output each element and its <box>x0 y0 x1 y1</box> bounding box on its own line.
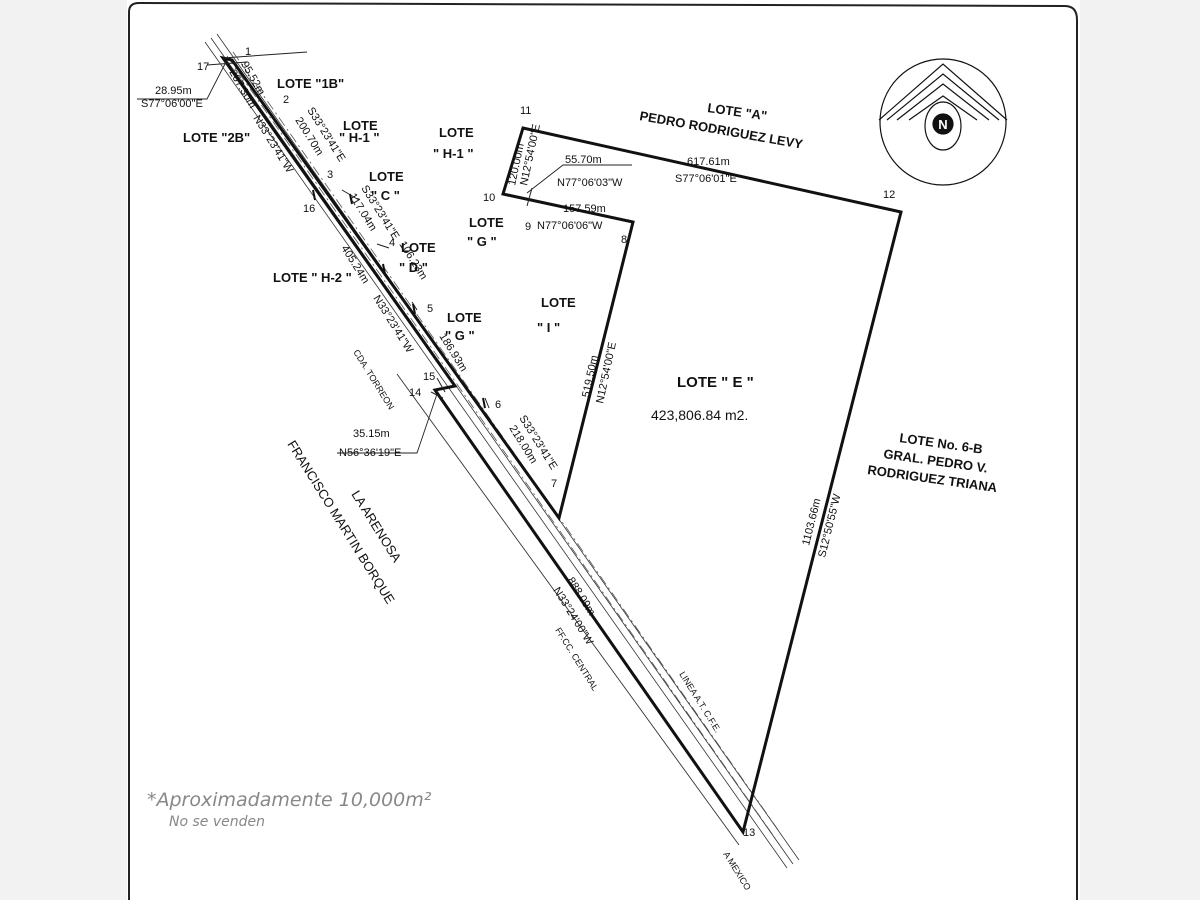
vertex-14: 14 <box>409 387 421 399</box>
handwritten-note-line-1: *Aproximadamente 10,000m² <box>147 789 432 811</box>
north-arrow-compass <box>878 58 1008 186</box>
vertex-10: 10 <box>483 192 495 204</box>
survey-plan-drawing: N 1 2 3 4 5 6 7 8 9 10 11 12 13 14 15 16… <box>128 1 1078 900</box>
bear-s77-06-01: S77°06'01"E <box>675 173 737 185</box>
lote-e-area: 423,806.84 m2. <box>651 407 748 423</box>
lote-gb-label-2: " G " <box>445 328 475 343</box>
lote-i-label: LOTE <box>541 295 576 310</box>
vertex-17: 17 <box>197 61 209 73</box>
bear-n77-06-06: N77°06'06"W <box>537 220 603 232</box>
cda-torreon-label: CDA. TORREON <box>351 348 396 412</box>
vertex-labels: 1 2 3 4 5 6 7 8 9 10 11 12 13 14 15 16 1… <box>197 46 895 839</box>
lote-i-label-2: " I " <box>537 320 560 335</box>
meas-617-61: 617.61m <box>687 156 730 168</box>
leader-lines <box>137 59 632 454</box>
sheet-border <box>128 1 1078 900</box>
lote-d-label: LOTE <box>401 240 436 255</box>
lote-gb-label: LOTE <box>447 310 482 325</box>
lote-c-label: LOTE <box>369 169 404 184</box>
lote-h1a-label-2: " H-1 " <box>339 130 380 145</box>
meas-28-95: 28.95m <box>155 85 192 97</box>
vertex-8: 8 <box>621 234 627 246</box>
lote-e-boundary <box>219 55 903 836</box>
lote-h1a-label: LOTE <box>343 118 378 133</box>
vertex-3: 3 <box>327 169 333 181</box>
lote-h1b-label: LOTE <box>439 125 474 140</box>
survey-plan-sheet: N 1 2 3 4 5 6 7 8 9 10 11 12 13 14 15 16… <box>127 0 1080 900</box>
vertex-9: 9 <box>525 221 531 233</box>
linea-cfe-label: LINEA A.T. C.F.E. <box>677 670 723 735</box>
cfe-line-dashes <box>226 51 782 839</box>
lote-h2-label: LOTE " H-2 " <box>273 270 352 285</box>
lote-1b-label: LOTE "1B" <box>277 76 344 91</box>
vertex-5: 5 <box>427 303 433 315</box>
vertex-2: 2 <box>283 94 289 106</box>
a-mexico-label: A MEXICO <box>721 850 753 892</box>
vertex-7: 7 <box>551 478 557 490</box>
meas-157-59: 157.59m <box>563 203 606 215</box>
lote-a-label: LOTE "A" <box>707 100 769 123</box>
vertex-16: 16 <box>303 203 315 215</box>
lote-ga-label-2: " G " <box>467 234 497 249</box>
lote-ga-label: LOTE <box>469 215 504 230</box>
vertex-15: 15 <box>423 371 435 383</box>
bear-n12-b: N12°54'00"E <box>594 341 619 405</box>
handwritten-note-line-2: No se venden <box>169 814 265 830</box>
boundary-ticks <box>312 189 486 409</box>
meas-55-70: 55.70m <box>565 154 602 166</box>
bear-s77-06-00: S77°06'00"E <box>141 98 203 110</box>
lote-c-label-2: " C " <box>371 188 400 203</box>
vertex-12: 12 <box>883 189 895 201</box>
lote-2b-label: LOTE "2B" <box>183 130 250 145</box>
vertex-4: 4 <box>389 237 395 249</box>
compass-letter: N <box>938 117 947 132</box>
lote-h1b-label-2: " H-1 " <box>433 146 474 161</box>
vertex-1: 1 <box>245 46 251 58</box>
lot-division-lines <box>206 51 533 409</box>
vertex-6: 6 <box>495 399 501 411</box>
lote-d-label-2: " D " <box>399 260 428 275</box>
torreon-road-edge <box>396 373 740 846</box>
bear-n56-36-19: N56°36'19"E <box>339 447 401 459</box>
vertex-11: 11 <box>520 105 531 117</box>
bear-n77-06-03: N77°06'03"W <box>557 177 623 189</box>
vertex-13: 13 <box>743 827 755 839</box>
meas-35-15: 35.15m <box>353 428 390 440</box>
lote-e-label: LOTE " E " <box>677 374 754 391</box>
